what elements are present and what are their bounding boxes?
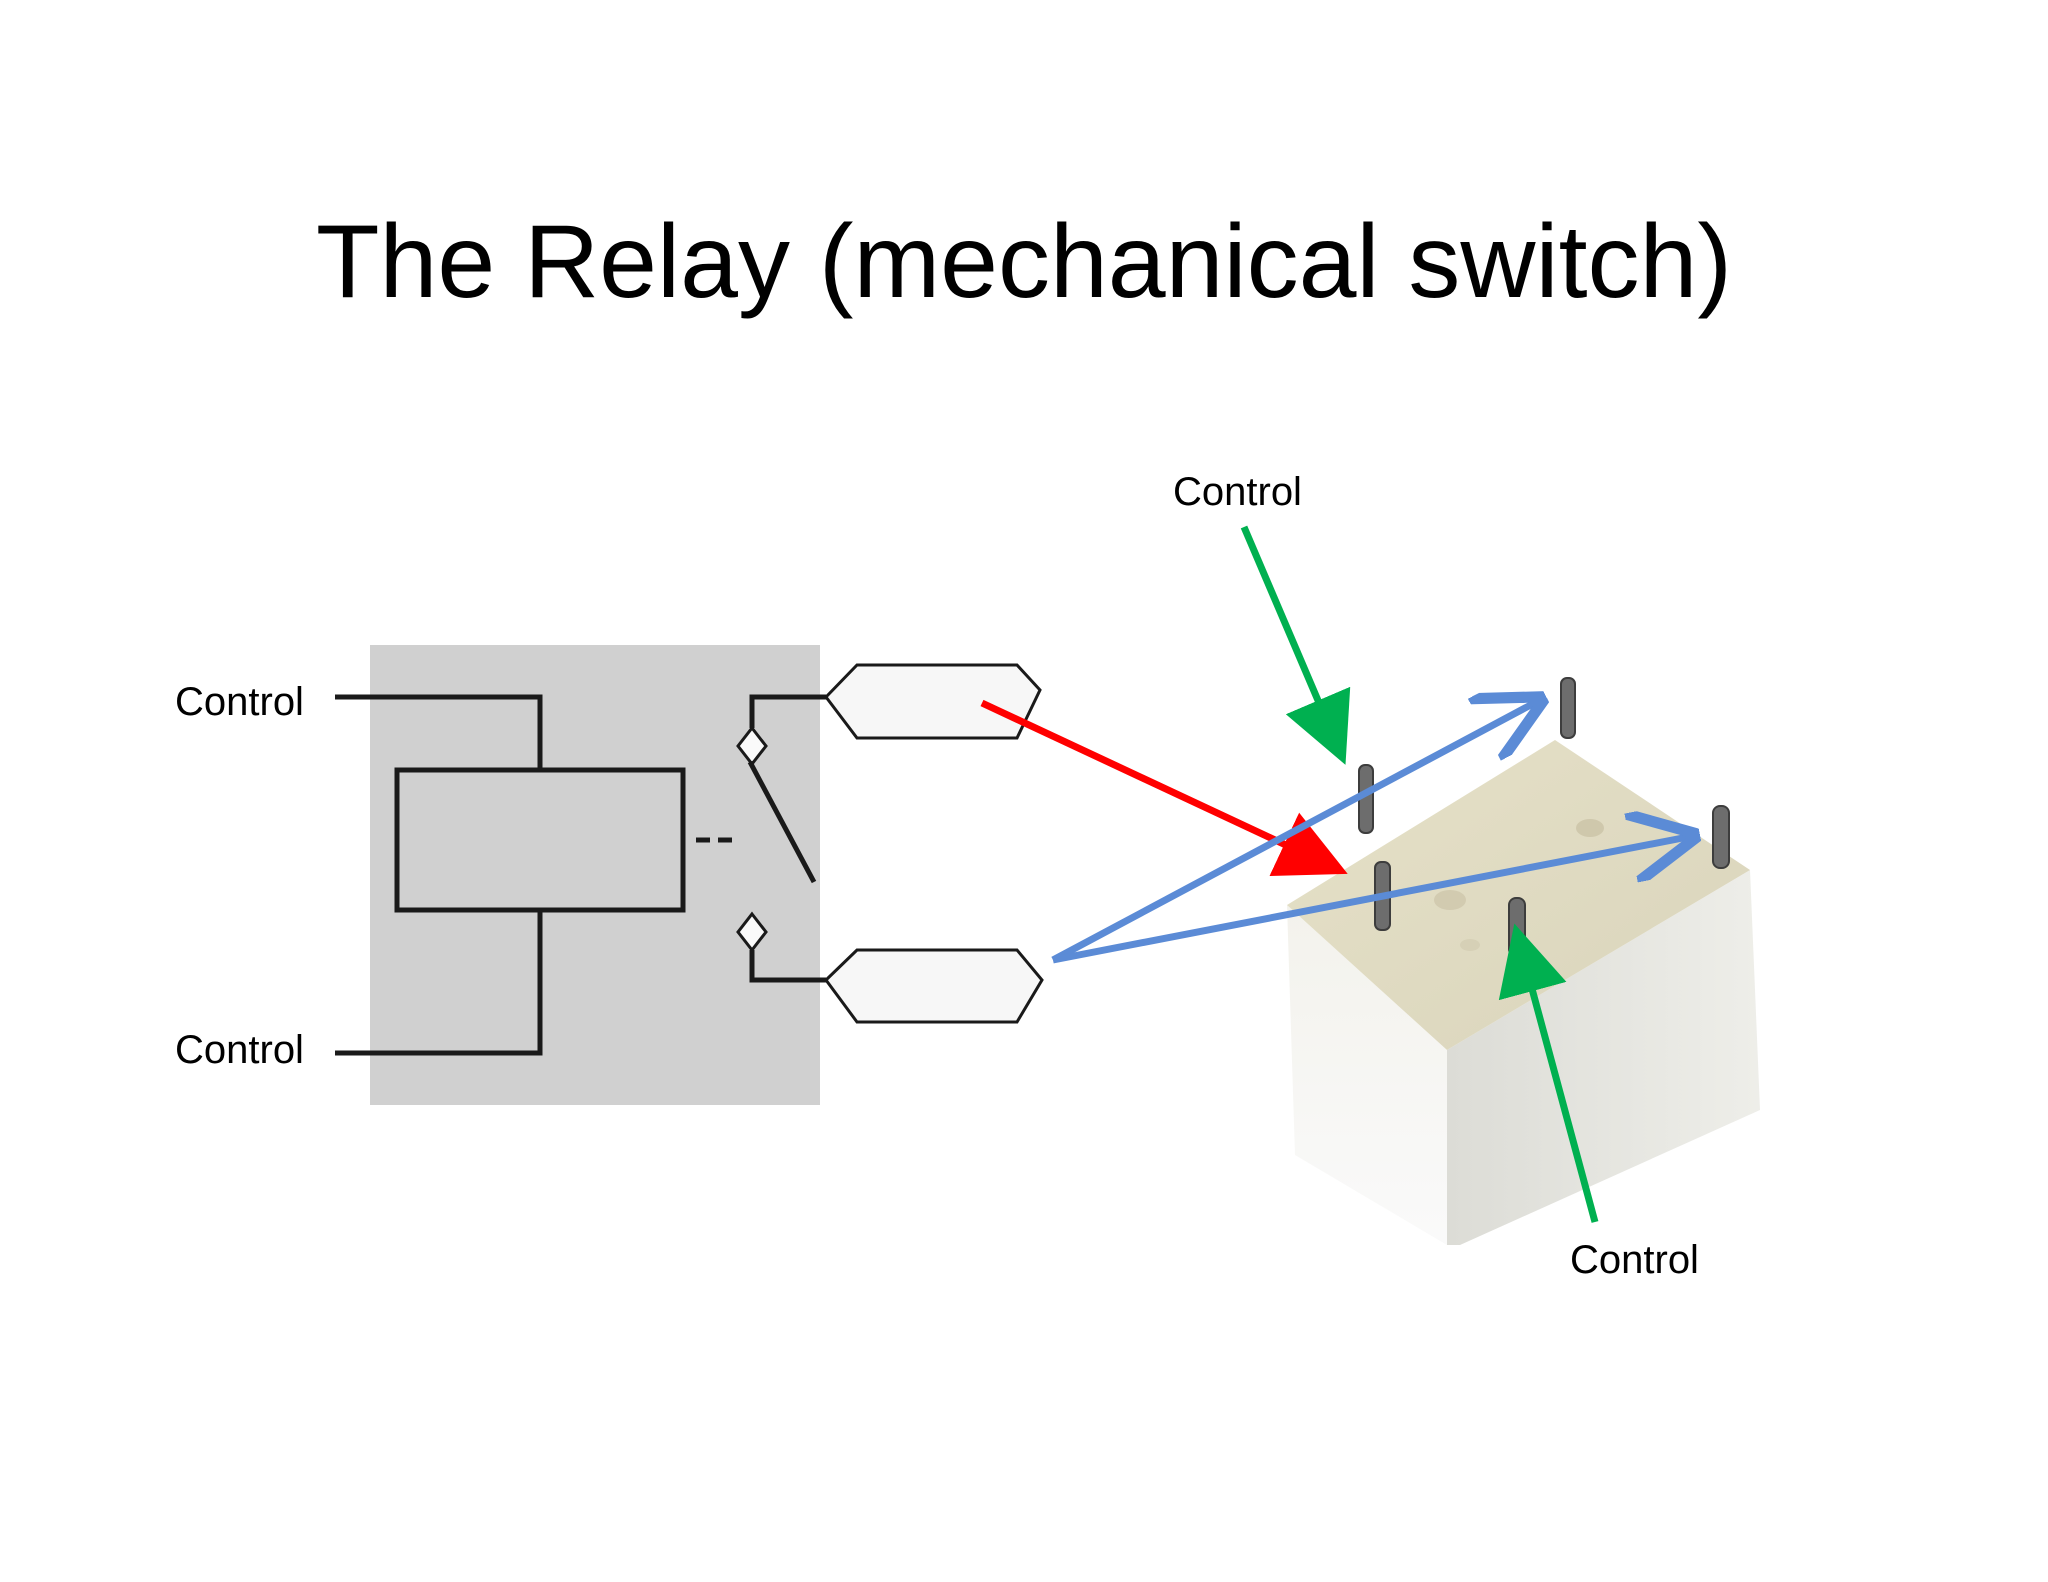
relay-schematic — [335, 645, 1044, 1105]
control-wire-bottom — [335, 910, 543, 1056]
relay-right-face — [1447, 870, 1760, 1245]
arrow-red-common — [980, 699, 1348, 876]
contact-wire-bottom — [749, 950, 826, 983]
output-connector-bottom — [824, 948, 1044, 1024]
relay-dimple — [1434, 890, 1466, 910]
output-connector-top — [824, 663, 1042, 740]
pin-right-back — [1560, 677, 1576, 739]
label-schematic-control-bottom: Control — [175, 1028, 304, 1072]
label-photo-control-top: Control — [1173, 470, 1302, 514]
contact-wire-top — [749, 694, 826, 728]
relay-dimple — [1460, 939, 1480, 951]
annotation-arrows — [980, 525, 1693, 1223]
schematic-background — [370, 645, 820, 1105]
pin-right-front — [1712, 805, 1730, 869]
relay-left-face — [1287, 905, 1447, 1245]
label-schematic-control-top: Control — [175, 680, 304, 724]
arrow-blue-top — [1051, 700, 1540, 964]
arrow-blue-right — [1052, 836, 1693, 964]
control-wire-top — [335, 694, 543, 770]
relay-dimple — [1576, 819, 1604, 837]
slide-title: The Relay (mechanical switch) — [315, 204, 1733, 320]
arrow-green-bottom — [1498, 923, 1599, 1223]
label-photo-control-bottom: Control — [1570, 1238, 1699, 1282]
arrow-green-top — [1240, 525, 1351, 765]
switch-arm — [747, 760, 817, 884]
